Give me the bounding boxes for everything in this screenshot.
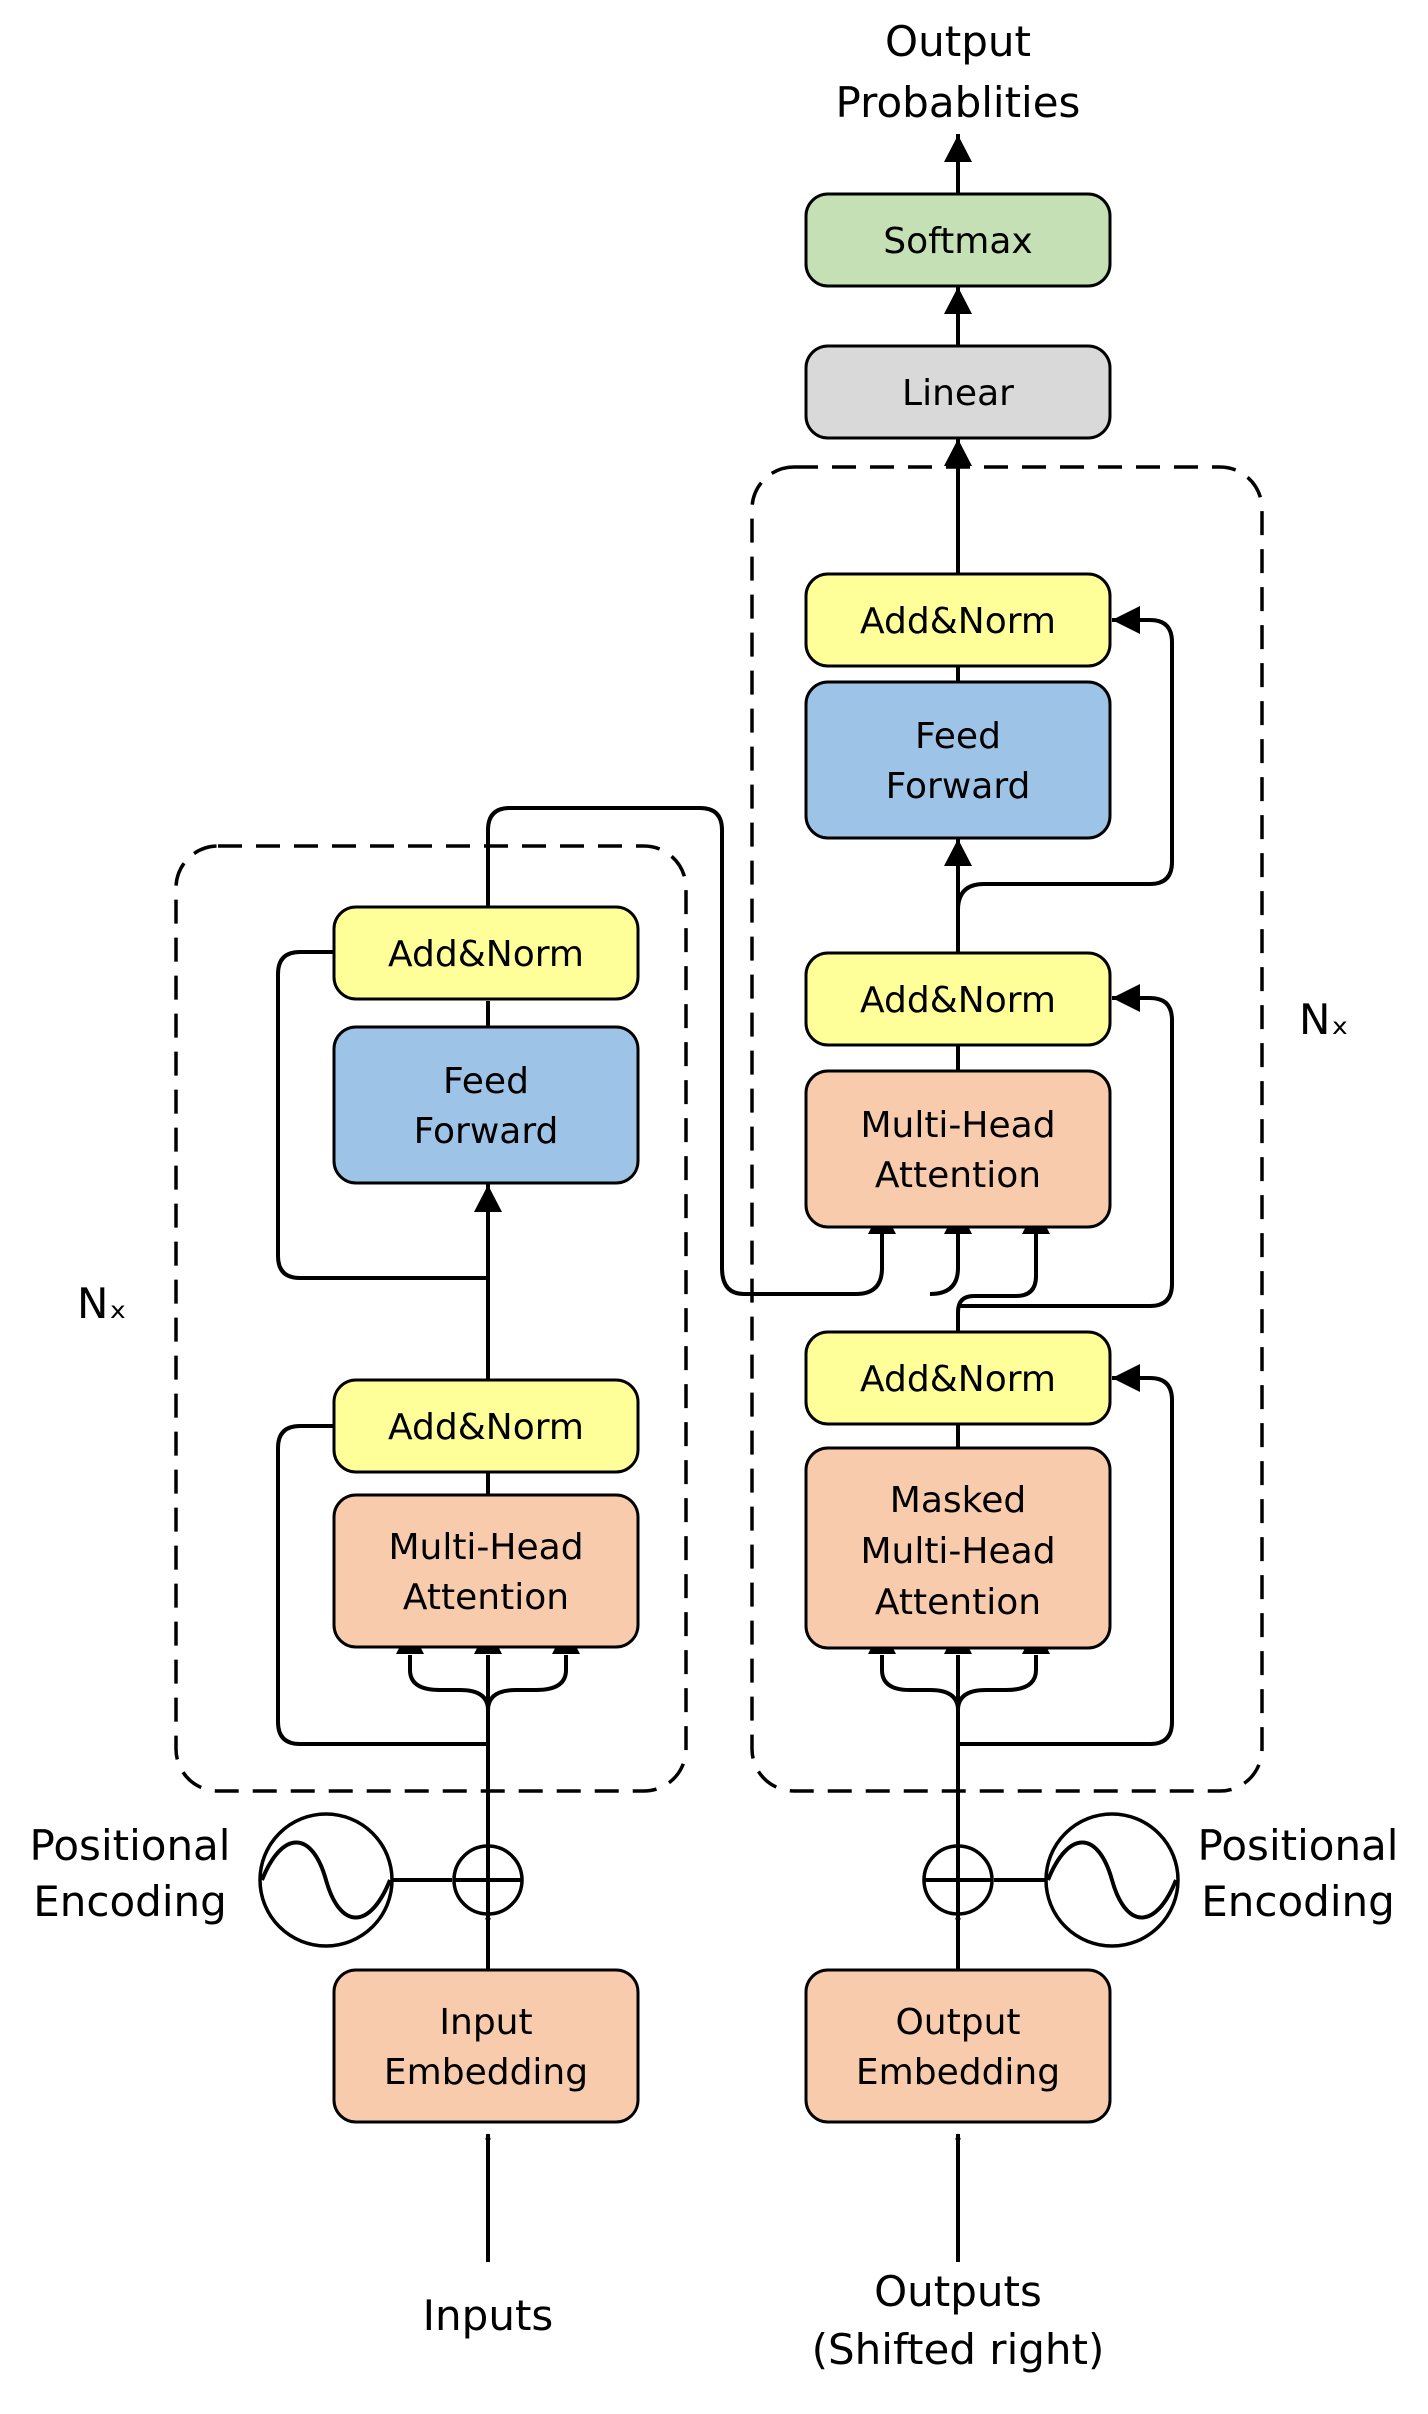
enc-attn-right-branch xyxy=(486,1655,568,1711)
outputs-label-2: (Shifted right) xyxy=(812,2325,1105,2374)
arrowhead xyxy=(474,1185,502,1212)
enc-positional-label-2: Encoding xyxy=(33,1877,227,1926)
outputs-label-1: Outputs xyxy=(874,2267,1042,2316)
decoder-output-embedding: Output Embedding xyxy=(804,1968,1112,2124)
arrowhead xyxy=(1112,1364,1140,1392)
dec-add-norm-2-label: Add&Norm xyxy=(860,980,1056,1021)
enc-attention-label-1: Multi-Head xyxy=(388,1527,583,1568)
enc-attn-left-branch xyxy=(408,1655,490,1711)
encoder-add-norm-2: Add&Norm xyxy=(332,905,640,1001)
dec-attn-left-branch xyxy=(880,1655,960,1711)
dec-residual-3 xyxy=(956,618,1174,911)
dec-attn-right-branch xyxy=(956,1655,1038,1711)
decoder-sum-icon xyxy=(922,1844,994,1916)
dec-add-norm-3-label: Add&Norm xyxy=(860,601,1056,642)
decoder-add-norm-2: Add&Norm xyxy=(804,951,1112,1047)
dec-residual-2 xyxy=(958,996,1174,1308)
encoder-positional-encoding-symbol xyxy=(258,1812,394,1948)
encoder-repeat-label: Nₓ xyxy=(77,1279,127,1328)
softmax-label: Softmax xyxy=(883,221,1032,262)
connections xyxy=(276,134,1174,2262)
dec-positional-label-1: Positional xyxy=(1198,1821,1399,1870)
enc-dec-key-arrow xyxy=(929,1234,960,1296)
arrowhead xyxy=(1112,606,1140,634)
input-embedding-label-2: Embedding xyxy=(384,2052,588,2093)
enc-residual-1 xyxy=(276,1424,488,1746)
output-embedding-label-1: Output xyxy=(895,2002,1020,2043)
enc-residual-2 xyxy=(276,950,488,1280)
enc-attention-label-2: Attention xyxy=(403,1577,569,1618)
encoder-feed-forward: Feed Forward xyxy=(332,1025,640,1185)
encoder-multi-head-attention: Multi-Head Attention xyxy=(332,1493,640,1649)
input-embedding-label-1: Input xyxy=(439,2002,532,2043)
decoder-positional-encoding-symbol xyxy=(1044,1812,1180,1948)
inputs-label: Inputs xyxy=(423,2291,554,2340)
dec-attention-label-1: Multi-Head xyxy=(860,1105,1055,1146)
encoder-to-decoder xyxy=(486,806,884,1296)
enc-positional-label-1: Positional xyxy=(30,1821,231,1870)
encoder-add-norm-1: Add&Norm xyxy=(332,1378,640,1474)
encoder-stack-region xyxy=(174,844,688,1793)
decoder-add-norm-3: Add&Norm xyxy=(804,572,1112,668)
dec-attention-label-2: Attention xyxy=(875,1155,1041,1196)
output-embedding-label-2: Embedding xyxy=(856,2052,1060,2093)
masked-attention-label-2: Multi-Head xyxy=(860,1531,1055,1572)
decoder-add-norm-1: Add&Norm xyxy=(804,1330,1112,1426)
decoder-stack-region xyxy=(750,465,1264,1793)
dec-ff-label-1: Feed xyxy=(915,716,1001,757)
dec-ff-label-2: Forward xyxy=(886,766,1031,807)
enc-add-norm-2-label: Add&Norm xyxy=(388,934,584,975)
dec-residual-1 xyxy=(958,1376,1174,1746)
decoder-multi-head-attention: Multi-Head Attention xyxy=(804,1069,1112,1229)
enc-add-norm-1-label: Add&Norm xyxy=(388,1407,584,1448)
encoder-sum-icon xyxy=(452,1844,524,1916)
encoder-input-embedding: Input Embedding xyxy=(332,1968,640,2124)
linear-block: Linear xyxy=(804,344,1112,440)
decoder-feed-forward: Feed Forward xyxy=(804,680,1112,840)
masked-attention-label-3: Attention xyxy=(875,1582,1041,1623)
dec-add-norm-1-label: Add&Norm xyxy=(860,1359,1056,1400)
decoder-masked-attention: Masked Multi-Head Attention xyxy=(804,1446,1112,1650)
arrowhead xyxy=(944,287,972,314)
linear-label: Linear xyxy=(902,373,1014,414)
arrowhead xyxy=(944,839,972,866)
arrowhead xyxy=(944,135,972,162)
decoder-repeat-label: Nₓ xyxy=(1299,995,1349,1044)
output-probabilities-label-2: Probablities xyxy=(836,78,1081,127)
arrowhead xyxy=(944,439,972,466)
dec-norm-to-attn xyxy=(956,1234,1038,1332)
masked-attention-label-1: Masked xyxy=(890,1480,1026,1521)
enc-ff-label-2: Forward xyxy=(414,1111,559,1152)
softmax-block: Softmax xyxy=(804,192,1112,288)
dec-positional-label-2: Encoding xyxy=(1201,1877,1395,1926)
enc-ff-label-1: Feed xyxy=(443,1061,529,1102)
arrowhead xyxy=(1112,984,1140,1012)
output-probabilities-label-1: Output xyxy=(885,17,1031,66)
